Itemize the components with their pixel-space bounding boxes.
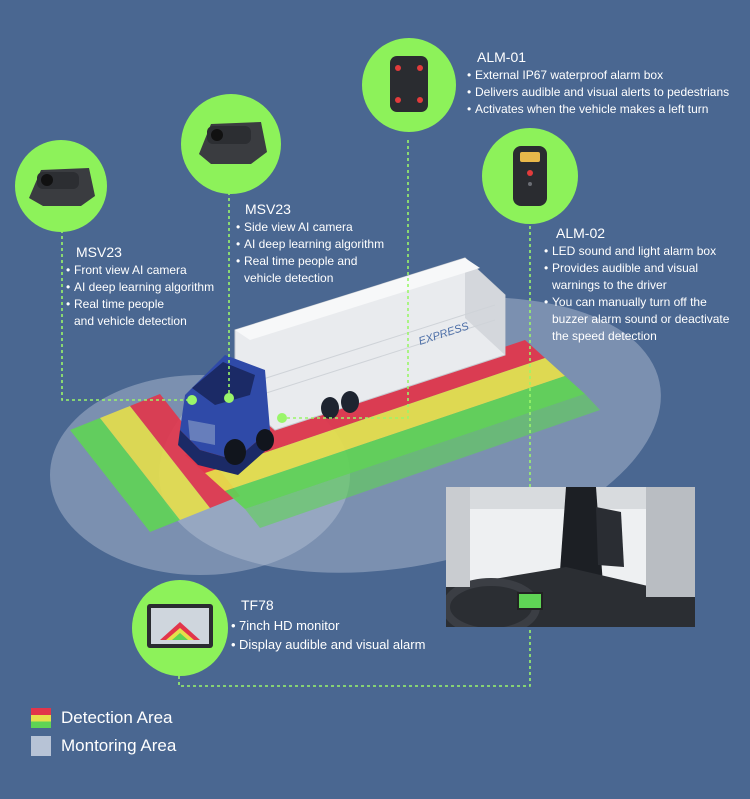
- alm01-bullets: •External IP67 waterproof alarm box •Del…: [467, 67, 729, 118]
- alm02-bullet-2-cont: warnings to the driver: [552, 278, 667, 292]
- monitoring-swatch: [31, 736, 51, 756]
- msv23-front-camera: [15, 140, 107, 232]
- msv23-side-bullet-3-cont: vehicle detection: [244, 271, 334, 285]
- msv23-front-bullet-1: •Front view AI camera: [66, 263, 187, 277]
- msv23-front-bullet-2: •AI deep learning algorithm: [66, 280, 215, 294]
- detection-area-side: [185, 340, 600, 528]
- alm02-bullets: •LED sound and light alarm box •Provides…: [544, 243, 729, 345]
- cab-interior-photo: [446, 487, 695, 627]
- msv23-side-bullets: •Side view AI camera •AI deep learning a…: [236, 219, 384, 287]
- legend-monitoring: Montoring Area: [31, 736, 176, 756]
- msv23-front-bullets: •Front view AI camera •AI deep learning …: [66, 262, 214, 330]
- detection-swatch: [31, 708, 51, 728]
- alm02-bullet-3: •You can manually turn off the: [544, 295, 707, 309]
- msv23-front-bullet-3-cont: and vehicle detection: [74, 314, 187, 328]
- tf78-bullet-1: •7inch HD monitor: [231, 618, 340, 633]
- legend-monitoring-label: Montoring Area: [61, 736, 177, 755]
- alm01-title: ALM-01: [477, 49, 527, 65]
- msv23-side-camera: [181, 94, 281, 194]
- tf78-bullet-2: •Display audible and visual alarm: [231, 637, 426, 652]
- truck: EXPRESS: [178, 257, 506, 475]
- msv23-side-bullet-3: •Real time people and: [236, 254, 358, 268]
- legend-detection: Detection Area: [31, 708, 173, 728]
- tf78-title: TF78: [241, 597, 274, 613]
- tf78-bullets: •7inch HD monitor •Display audible and v…: [231, 616, 425, 654]
- msv23-front-title: MSV23: [76, 244, 122, 260]
- alm02-bullet-1: •LED sound and light alarm box: [544, 244, 717, 258]
- connectors: [61, 140, 531, 687]
- alm02-title: ALM-02: [556, 225, 606, 241]
- alm02-bullet-2: •Provides audible and visual: [544, 261, 699, 275]
- msv23-front-bullet-3: •Real time people: [66, 297, 165, 311]
- alm02-bullet-3-cont2: the speed detection: [552, 329, 657, 343]
- alm01-bullet-3: •Activates when the vehicle makes a left…: [467, 102, 709, 116]
- msv23-side-bullet-1: •Side view AI camera: [236, 220, 353, 234]
- alm01-bullet-1: •External IP67 waterproof alarm box: [467, 68, 664, 82]
- alm01-bullet-2: •Delivers audible and visual alerts to p…: [467, 85, 730, 99]
- msv23-side-bullet-2: •AI deep learning algorithm: [236, 237, 385, 251]
- legend-detection-label: Detection Area: [61, 708, 173, 727]
- tf78-monitor: [132, 580, 228, 676]
- alm02-bullet-3-cont: buzzer alarm sound or deactivate: [552, 312, 730, 326]
- alm02-device: [482, 128, 578, 224]
- alm01-device: [362, 38, 456, 132]
- msv23-side-title: MSV23: [245, 201, 291, 217]
